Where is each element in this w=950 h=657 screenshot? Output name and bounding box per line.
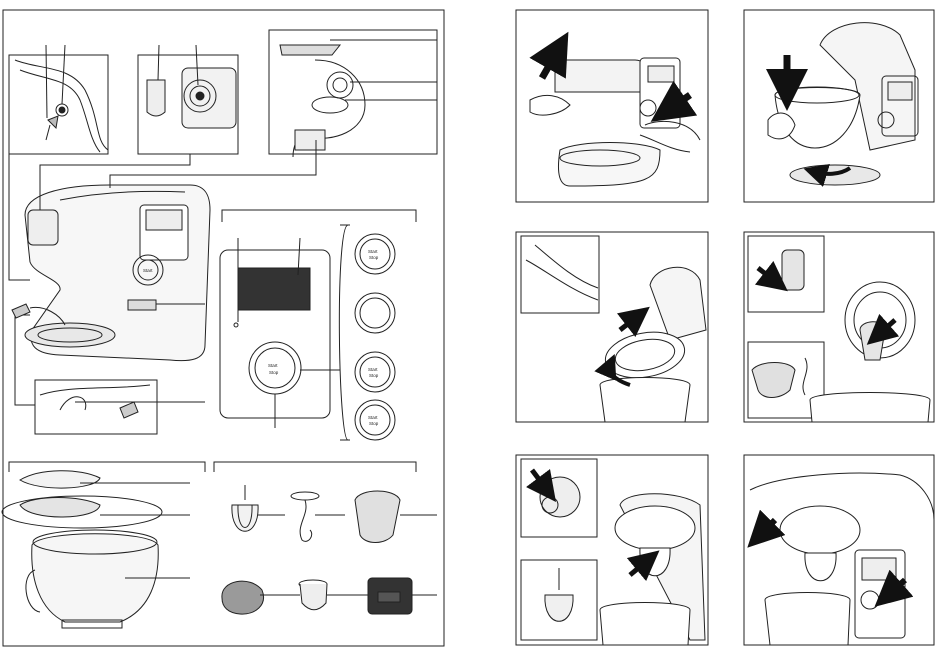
drive-adapter-icon: [299, 580, 370, 610]
svg-text:Stop: Stop: [369, 373, 379, 378]
arrow-down-icon: [758, 268, 776, 282]
dial-variant-2: [355, 293, 395, 333]
step-6-panel: [744, 455, 934, 645]
dough-hook-icon: [291, 492, 345, 541]
step-3-panel: [516, 232, 708, 422]
svg-text:Stop: Stop: [369, 421, 379, 426]
svg-text:Start: Start: [368, 249, 378, 254]
scale-device-icon: [368, 578, 437, 614]
control-panel-detail: Start Stop Start Stop Start Stop: [220, 210, 416, 440]
control-panel-stop-label: Stop: [269, 370, 279, 375]
arrow-down-icon: [532, 470, 547, 490]
right-page: [516, 10, 934, 645]
detail-top-outlets: [269, 30, 437, 157]
splash-guard-icon: [222, 581, 300, 614]
lcd-display-icon: [238, 268, 310, 310]
dial-variant-4: Start Stop: [355, 400, 395, 440]
beater-icon: [355, 491, 437, 543]
arrow-up-icon: [620, 316, 638, 330]
detail-cover-and-drive: [138, 45, 238, 154]
step-1-panel: [516, 10, 708, 202]
svg-text:Start: Start: [368, 367, 378, 372]
dial-variant-1: Start Stop: [355, 234, 395, 274]
control-panel-start-label: Start: [268, 363, 278, 368]
step-2-panel: [744, 10, 934, 202]
arrow-down-left-icon: [760, 520, 775, 535]
bowl-and-lid-group: [2, 462, 205, 628]
svg-text:Start: Start: [143, 268, 153, 273]
detail-drive-shaft: [9, 45, 108, 154]
left-page: Start: [2, 10, 444, 646]
dial-variant-3: Start Stop: [355, 352, 395, 392]
step-5-panel: [516, 455, 708, 645]
svg-text:Start: Start: [368, 415, 378, 420]
whisk-icon: [232, 485, 285, 531]
step-4-panel: [744, 232, 934, 422]
accessories-group: [214, 462, 437, 614]
svg-text:Stop: Stop: [369, 255, 379, 260]
